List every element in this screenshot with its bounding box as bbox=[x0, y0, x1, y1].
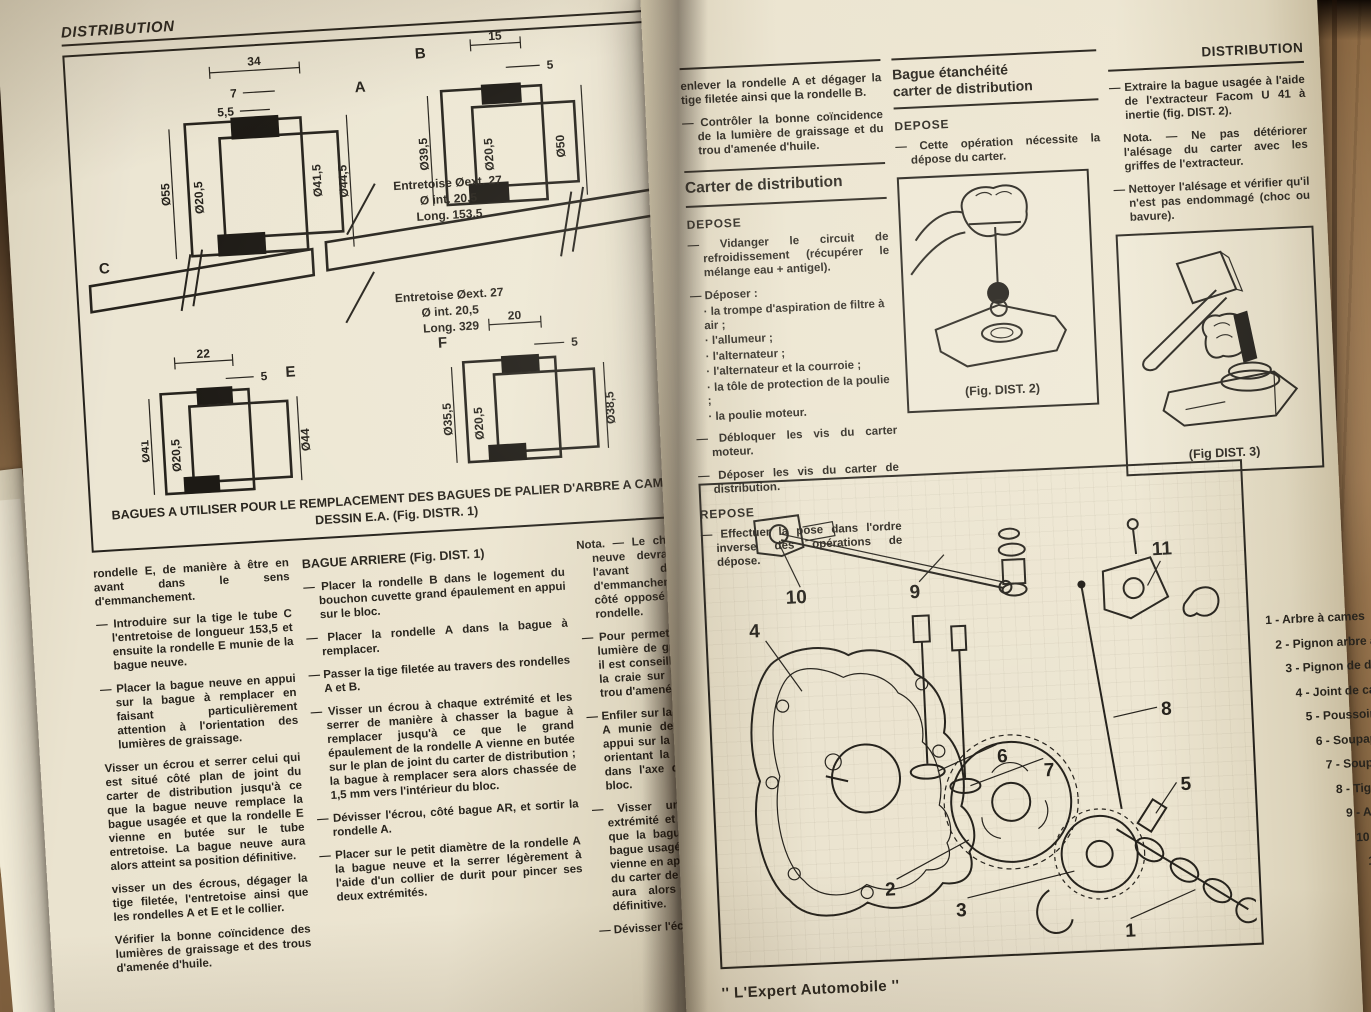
diagram-callout-5: 5 bbox=[1180, 774, 1192, 795]
diagram-callout-4: 4 bbox=[749, 621, 761, 642]
dim-label: 15 bbox=[488, 28, 502, 43]
legend-item: 1 - Arbre à cames bbox=[1264, 608, 1366, 628]
paragraph: — Introduire sur la tige le tube C l'ent… bbox=[95, 607, 294, 673]
left-column-1: rondelle E, de manière à être en avant d… bbox=[93, 556, 313, 985]
paragraph: — Nettoyer l'alésage et vérifier qu'il n… bbox=[1113, 175, 1311, 224]
right-column-1: enlever la rondelle A et dégager la tige… bbox=[679, 59, 903, 569]
paragraph: visser un des écrous, dégager la tige fi… bbox=[111, 872, 309, 925]
drawing-e: 22 5 E Ø41 Ø20,5 Ø44 bbox=[137, 346, 313, 496]
paragraph: — Placer la bague neuve en appui sur la … bbox=[99, 672, 299, 752]
exploded-diagram-box: 1 2 3 4 5 6 7 8 9 10 11 bbox=[698, 459, 1264, 970]
drawing-letter: B bbox=[414, 45, 426, 63]
bague-arriere-heading: BAGUE ARRIERE (Fig. DIST. 1) bbox=[301, 546, 485, 572]
paragraph: rondelle E, de manière à être en avant d… bbox=[92, 557, 290, 609]
paragraph: Vérifier la bonne coïncidence des lumièr… bbox=[114, 923, 312, 975]
dim-label: Ø20,5 bbox=[481, 137, 497, 171]
drawing-letter: A bbox=[354, 79, 366, 97]
exploded-diagram: 1 2 3 4 5 6 7 8 9 10 11 bbox=[749, 514, 1262, 942]
right-page-header: DISTRIBUTION bbox=[1107, 39, 1304, 72]
diagram-callout-6: 6 bbox=[997, 746, 1009, 767]
diagram-callout-7: 7 bbox=[1043, 760, 1055, 781]
diagram-legend: 1 - Arbre à cames 2 - Pignon arbre à cam… bbox=[1265, 600, 1371, 877]
fig-distr1-box: 34 7 5,5 A Ø55 Ø20,5 Ø41,5 Ø44,5 bbox=[62, 19, 704, 553]
left-column-2: BAGUE ARRIERE (Fig. DIST. 1) — Placer la… bbox=[301, 540, 587, 973]
right-column-2: Bague étanchéité carter de distribution … bbox=[891, 49, 1114, 462]
diagram-callout-3: 3 bbox=[956, 900, 968, 921]
dim-label: Ø20,5 bbox=[191, 181, 207, 215]
paragraph: Visser un écrou et serrer celui qui est … bbox=[104, 751, 306, 874]
dim-label: 5,5 bbox=[217, 104, 235, 119]
dim-label: Ø41,5 bbox=[309, 164, 325, 198]
dim-label: Ø41 bbox=[137, 439, 152, 463]
diagram-callout-11: 11 bbox=[1151, 538, 1172, 560]
drawing-c-tube: C bbox=[88, 247, 316, 314]
legend-item: 10 - Support bbox=[1355, 827, 1371, 844]
paragraph: — Cette opération nécessite la dépose du… bbox=[895, 132, 1101, 167]
depose-label: DEPOSE bbox=[686, 215, 742, 233]
paragraph: — Placer sur le petit diamètre de la ron… bbox=[318, 835, 583, 904]
fig-dist3-box: (Fig DIST. 3) bbox=[1115, 225, 1325, 477]
dim-label: Ø38,5 bbox=[602, 391, 618, 425]
left-page: DISTRIBUTION 34 7 5,5 A Ø55 bbox=[0, 0, 785, 1012]
bague-etancheite-heading: Bague étanchéité carter de distribution bbox=[891, 49, 1099, 110]
paragraph: — Placer la rondelle B dans le logement … bbox=[302, 566, 567, 622]
dim-label: Ø55 bbox=[158, 183, 173, 207]
legend-item: 7 - Soupape bbox=[1325, 754, 1371, 772]
dim-label: 5 bbox=[260, 369, 268, 383]
dim-label: 5 bbox=[571, 334, 579, 348]
diagram-callout-9: 9 bbox=[909, 582, 921, 603]
dim-label: Ø44,5 bbox=[335, 164, 351, 198]
fig-dist2-caption: (Fig. DIST. 2) bbox=[964, 381, 1041, 399]
diagram-callout-10: 10 bbox=[785, 587, 807, 609]
dim-label: Ø20,5 bbox=[471, 406, 487, 440]
diagram-callout-8: 8 bbox=[1161, 699, 1173, 720]
dim-label: Ø44 bbox=[298, 428, 313, 452]
paragraph: — Dévisser l'écrou, côté bague AR, et so… bbox=[316, 798, 579, 839]
fig-dist3-illustration bbox=[1142, 250, 1299, 427]
dim-label: 5 bbox=[546, 57, 554, 71]
paragraph: — Vidanger le circuit de refroidissement… bbox=[687, 230, 890, 280]
drawing-a: 34 7 5,5 A Ø55 Ø20,5 Ø41,5 Ø44,5 bbox=[158, 54, 366, 260]
paragraph: — Placer la rondelle A dans la bague à r… bbox=[305, 617, 569, 659]
paragraph: — Extraire la bague usagée à l'aide de l… bbox=[1108, 73, 1306, 122]
drawing-b: B 15 5 Ø39,5 Ø20,5 Ø50 bbox=[414, 28, 589, 207]
carter-section-heading: Carter de distribution bbox=[684, 161, 887, 209]
column-rule bbox=[679, 59, 881, 71]
paragraph: — Débloquer les vis du carter moteur. bbox=[696, 424, 898, 460]
dim-label: 20 bbox=[507, 308, 521, 323]
depose-label: DEPOSE bbox=[894, 117, 950, 134]
paragraph: — Contrôler la bonne coïncidence de la l… bbox=[681, 108, 884, 158]
fig-dist2-illustration bbox=[910, 184, 1068, 368]
drawing-letter: F bbox=[438, 334, 448, 352]
dim-label: 34 bbox=[247, 54, 261, 69]
paragraph: enlever la rondelle A et dégager la tige… bbox=[680, 72, 882, 108]
dim-label: Ø35,5 bbox=[440, 402, 456, 436]
dim-label: 7 bbox=[230, 86, 238, 100]
paragraph: — Passer la tige filetée au travers des … bbox=[308, 654, 571, 696]
legend-item: 9 - Axe bbox=[1345, 803, 1371, 820]
right-column-3: DISTRIBUTION — Extraire la bague usagée … bbox=[1107, 39, 1325, 477]
paragraph: Nota. — Ne pas détériorer l'alésage du c… bbox=[1122, 124, 1308, 174]
drawing-letter: C bbox=[99, 260, 111, 278]
fig-dist2-box: (Fig. DIST. 2) bbox=[896, 168, 1100, 414]
diagram-callout-1: 1 bbox=[1125, 920, 1137, 941]
dim-label: 22 bbox=[196, 346, 210, 361]
diagram-callout-2: 2 bbox=[885, 879, 897, 900]
right-page: enlever la rondelle A et dégager la tige… bbox=[639, 0, 1371, 1012]
dim-label: Ø50 bbox=[553, 134, 568, 158]
drawing-f: F 20 5 Ø35,5 Ø20,5 Ø38,5 bbox=[438, 308, 618, 464]
drawing-letter: E bbox=[285, 363, 296, 381]
dim-label: Ø39,5 bbox=[416, 137, 432, 171]
dim-label: Ø20,5 bbox=[168, 438, 184, 472]
paragraph: — Visser un écrou à chaque extrémité et … bbox=[310, 691, 577, 802]
